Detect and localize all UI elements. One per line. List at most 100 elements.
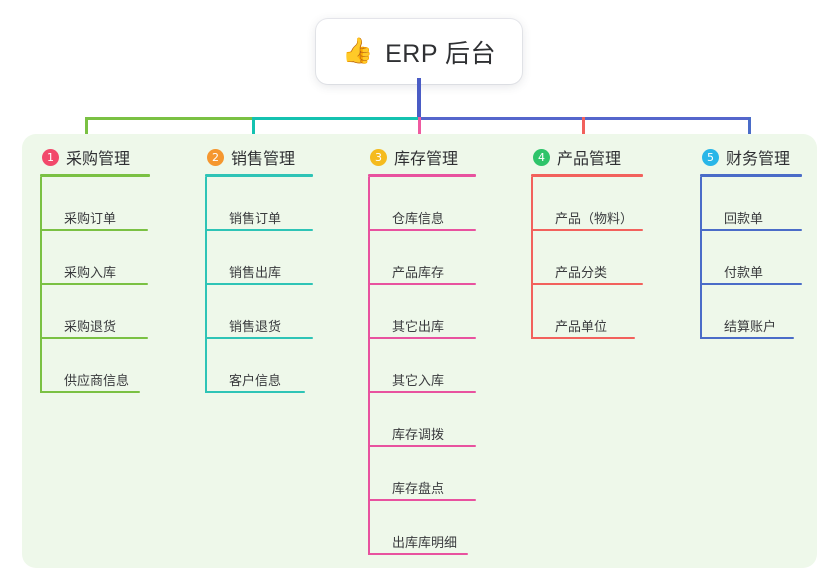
module-item-label: 仓库信息 <box>392 211 445 226</box>
module-item[interactable]: 采购入库 <box>40 231 150 285</box>
module-items-2: 销售订单销售出库销售退货客户信息 <box>205 177 313 393</box>
module-item-underline <box>531 229 643 231</box>
module-item-label: 库存盘点 <box>392 481 445 496</box>
module-title-2: 销售管理 <box>231 151 296 168</box>
module-item-label: 其它入库 <box>392 373 445 388</box>
module-badge-2: 2 <box>207 148 224 166</box>
module-item-underline <box>205 229 313 231</box>
module-item[interactable]: 付款单 <box>700 231 802 285</box>
root-node-content: 👍 ERP 后台 <box>342 34 496 70</box>
root-trunk <box>417 78 421 120</box>
module-header-1[interactable]: 1 采购管理 <box>40 146 150 168</box>
drop-sales <box>252 117 255 147</box>
module-item[interactable]: 销售退货 <box>205 285 313 339</box>
module-item-underline <box>40 229 148 231</box>
module-item[interactable]: 采购订单 <box>40 177 150 231</box>
module-spine-2 <box>205 177 207 393</box>
thumbs-up-icon: 👍 <box>341 37 374 65</box>
root-node-title: ERP 后台 <box>385 39 497 68</box>
module-item-underline <box>368 553 468 555</box>
module-item[interactable]: 采购退货 <box>40 285 150 339</box>
module-header-4[interactable]: 4 产品管理 <box>531 146 643 168</box>
module-item-label: 回款单 <box>724 211 764 226</box>
module-item-underline <box>368 337 476 339</box>
bus-teal <box>252 117 419 120</box>
bus-green <box>85 117 253 120</box>
module-badge-4: 4 <box>533 148 550 166</box>
module-item-label: 产品库存 <box>392 265 445 280</box>
module-item-underline <box>700 283 802 285</box>
module-item-label: 销售订单 <box>229 211 282 226</box>
module-item-underline <box>531 337 635 339</box>
module-item-label: 采购入库 <box>64 265 117 280</box>
module-item-underline <box>368 445 476 447</box>
module-item[interactable]: 产品分类 <box>531 231 643 285</box>
module-items-4: 产品（物料） 产品分类产品单位 <box>531 177 643 339</box>
root-node-erp-backend[interactable]: 👍 ERP 后台 <box>316 19 522 84</box>
module-item[interactable]: 销售订单 <box>205 177 313 231</box>
module-item[interactable]: 产品单位 <box>531 285 643 339</box>
module-spine-1 <box>40 177 42 393</box>
module-item-underline <box>205 283 313 285</box>
module-item-label: 采购订单 <box>64 211 117 226</box>
module-item[interactable]: 出库库明细 <box>368 501 476 555</box>
module-item[interactable]: 供应商信息 <box>40 339 150 393</box>
module-badge-1: 1 <box>42 148 59 166</box>
module-column-2: 2 销售管理销售订单销售出库销售退货客户信息 <box>205 146 313 393</box>
module-spine-4 <box>531 177 533 339</box>
module-item[interactable]: 回款单 <box>700 177 802 231</box>
module-item-label: 产品单位 <box>555 319 608 334</box>
module-underline-3 <box>368 174 476 177</box>
module-item-underline <box>368 391 476 393</box>
module-header-5[interactable]: 5 财务管理 <box>700 146 802 168</box>
module-item[interactable]: 客户信息 <box>205 339 313 393</box>
module-item[interactable]: 其它入库 <box>368 339 476 393</box>
module-item-underline <box>368 229 476 231</box>
module-title-4: 产品管理 <box>557 151 622 168</box>
module-item-underline <box>368 499 476 501</box>
module-items-5: 回款单付款单结算账户 <box>700 177 802 339</box>
module-item-underline <box>40 283 148 285</box>
module-underline-1 <box>40 174 150 177</box>
module-item-underline <box>531 283 643 285</box>
module-title-5: 财务管理 <box>726 151 791 168</box>
module-title-3: 库存管理 <box>394 151 459 168</box>
module-item-label: 客户信息 <box>229 373 282 388</box>
module-item[interactable]: 产品（物料） <box>531 177 643 231</box>
module-item[interactable]: 其它出库 <box>368 285 476 339</box>
drop-product <box>582 117 585 147</box>
module-item-label: 出库库明细 <box>392 535 458 550</box>
module-items-1: 采购订单采购入库采购退货供应商信息 <box>40 177 150 393</box>
module-item-label: 供应商信息 <box>64 373 130 388</box>
module-item-label: 库存调拨 <box>392 427 445 442</box>
module-item[interactable]: 销售出库 <box>205 231 313 285</box>
module-item-label: 结算账户 <box>724 319 777 334</box>
module-item-underline <box>368 283 476 285</box>
module-item-label: 销售出库 <box>229 265 282 280</box>
module-item-underline <box>40 337 148 339</box>
module-item-underline <box>205 337 313 339</box>
module-item-label: 产品（物料） <box>555 211 634 226</box>
module-item[interactable]: 仓库信息 <box>368 177 476 231</box>
module-underline-5 <box>700 174 802 177</box>
drop-purchasing <box>85 117 88 147</box>
module-item-underline <box>700 337 794 339</box>
module-underline-4 <box>531 174 643 177</box>
module-item-underline <box>700 229 802 231</box>
module-item-label: 销售退货 <box>229 319 282 334</box>
module-column-1: 1 采购管理采购订单采购入库采购退货供应商信息 <box>40 146 150 393</box>
module-item[interactable]: 库存盘点 <box>368 447 476 501</box>
drop-inventory <box>418 117 421 147</box>
module-item-label: 采购退货 <box>64 319 117 334</box>
module-title-1: 采购管理 <box>66 151 131 168</box>
module-item-label: 付款单 <box>724 265 764 280</box>
module-item[interactable]: 结算账户 <box>700 285 802 339</box>
module-badge-5: 5 <box>702 148 719 166</box>
module-spine-5 <box>700 177 702 339</box>
module-item[interactable]: 产品库存 <box>368 231 476 285</box>
module-header-2[interactable]: 2 销售管理 <box>205 146 313 168</box>
module-item[interactable]: 库存调拨 <box>368 393 476 447</box>
